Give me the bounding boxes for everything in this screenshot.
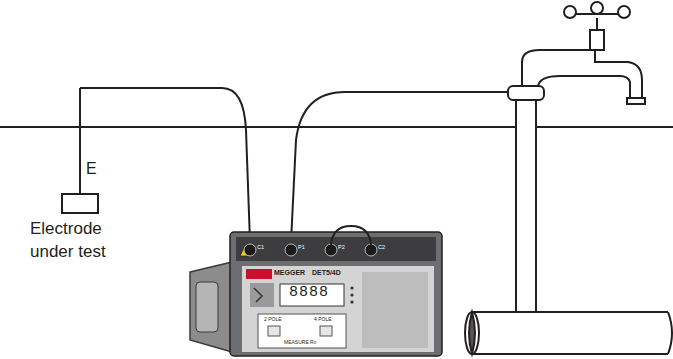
button-label: 4 POLE: [314, 317, 332, 323]
water-tap: [465, 2, 672, 354]
model-name: DET5/4D: [312, 269, 341, 277]
ground-line: [0, 126, 673, 128]
test-lead: [291, 92, 520, 242]
terminal-label: C1: [257, 244, 264, 250]
button-label: 2 POLE: [264, 317, 282, 323]
earth-tester: [190, 226, 442, 356]
brand-name: MEGGER: [274, 269, 305, 277]
electrode-rod: [79, 88, 81, 194]
button-label: MEASURE Rx: [284, 340, 316, 346]
terminal-label: P2: [338, 244, 345, 250]
test-lead: [80, 88, 250, 242]
electrode-caption: Electrode under test: [30, 218, 130, 264]
terminal-label: P1: [298, 244, 305, 250]
terminal-label: C2: [378, 244, 385, 250]
electrode-plate: [62, 194, 98, 213]
electrode-letter: E: [86, 160, 97, 178]
lcd-display: 8888: [289, 285, 329, 302]
